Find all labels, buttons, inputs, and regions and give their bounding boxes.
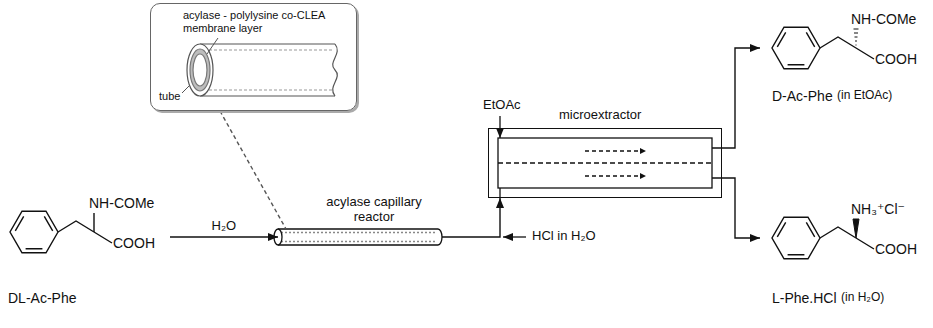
- tube-inset: [182, 38, 337, 96]
- tube-lumen: [193, 54, 207, 86]
- membrane-layer-line: [204, 50, 333, 90]
- benzene-ring: [10, 211, 58, 253]
- compound-name: D-Ac-Phe: [772, 88, 833, 104]
- flow-arrow: [170, 236, 278, 237]
- double-bond: [777, 222, 814, 255]
- molecule: NH-COMeCOOH DL-Ac-Phe: [4, 160, 170, 315]
- group-label: COOH: [875, 51, 917, 67]
- carbon-chain: [820, 37, 874, 59]
- leader-line: [182, 86, 189, 93]
- microextractor-drawing: [498, 116, 722, 237]
- etoac-inlet-arrow: [499, 116, 500, 138]
- dashed-pointer: [220, 111, 286, 229]
- compound-name: L-Phe.HCl: [772, 290, 837, 306]
- extraction-channel: [498, 138, 712, 188]
- inset-callout: acylase - polylysine co-CLEA membrane la…: [150, 3, 357, 111]
- reagent-label: HCl in H₂O: [530, 229, 598, 244]
- phase-note: (in H₂O): [841, 291, 884, 305]
- benzene-ring: [772, 217, 820, 259]
- carbon-chain: [820, 227, 874, 249]
- double-bond: [777, 32, 814, 65]
- edge-label: H₂O: [210, 219, 239, 234]
- break-line: [333, 44, 338, 96]
- hashed-wedge-bond: [854, 29, 859, 45]
- microextractor-box: microextractor: [488, 128, 722, 198]
- inset-label: tube: [159, 90, 180, 103]
- capillary-tube: [278, 229, 442, 245]
- molecule-l: [772, 217, 874, 259]
- phase-note: (in EtOAc): [837, 89, 892, 103]
- carbon-chain: [58, 221, 112, 243]
- group-label: COOH: [113, 235, 155, 251]
- flow-arrowhead: [640, 148, 646, 179]
- flow-arrow: [442, 198, 500, 237]
- channel-inlet: [499, 188, 500, 198]
- hcl-inlet-arrow: [503, 236, 526, 237]
- capillary-reactor-drawing: [274, 229, 442, 245]
- group-label: NH-COMe: [89, 195, 154, 211]
- inset-label: acylase - polylysine co-CLEA membrane la…: [183, 9, 351, 34]
- flow-arrow: [585, 151, 640, 176]
- flow-arrow: [722, 178, 760, 238]
- co-clea-layer: [281, 233, 437, 242]
- reactor-label: acylase capillary reactor: [318, 195, 430, 225]
- molecule-d: [772, 27, 874, 69]
- group-label: NH-COMe: [851, 11, 916, 27]
- channel-outlet: [712, 148, 722, 178]
- compound-name: DL-Ac-Phe: [8, 290, 76, 306]
- capillary-reactor: acylase capillary reactor: [278, 229, 442, 245]
- molecule-dl: [10, 211, 112, 253]
- group-label: COOH: [875, 241, 917, 257]
- solvent-label: EtOAc: [481, 98, 523, 113]
- group-label: NH₃⁺Cl⁻: [851, 201, 905, 217]
- wedge-bond: [853, 219, 859, 238]
- molecule: NH-COMeCOOH D-Ac-Phe (in EtOAc): [760, 4, 928, 112]
- flow-arrow: [722, 48, 760, 148]
- benzene-ring: [772, 27, 820, 69]
- tube-wall: [200, 44, 335, 96]
- double-bond: [15, 216, 52, 249]
- separating-membrane: [498, 162, 712, 163]
- membrane-ring: [190, 49, 210, 91]
- bond: [93, 213, 94, 232]
- extractor-label: microextractor: [559, 108, 641, 123]
- leader-line: [207, 38, 218, 54]
- molecule: NH₃⁺Cl⁻ COOH L-Phe.HCl (in H₂O): [760, 172, 928, 322]
